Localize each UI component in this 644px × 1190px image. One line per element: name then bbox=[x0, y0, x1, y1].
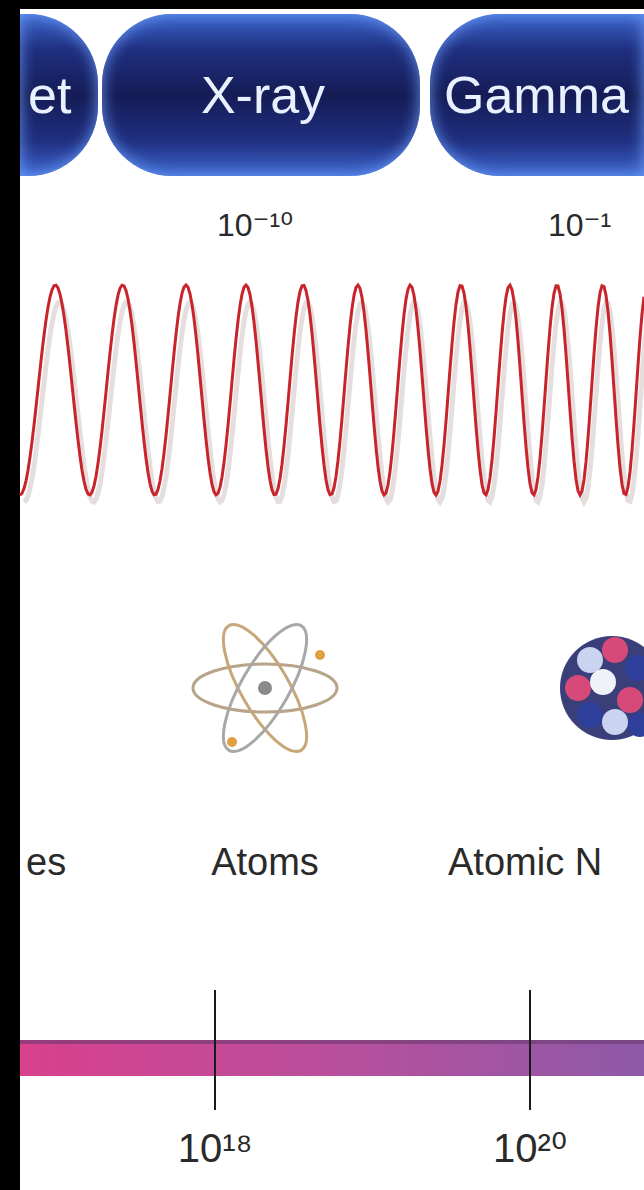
frequency-value: 10²⁰ bbox=[493, 1126, 567, 1170]
frame-top bbox=[0, 0, 644, 9]
wavelength-value: 10⁻¹ bbox=[548, 208, 611, 243]
spectrum-band: X-ray bbox=[102, 14, 420, 176]
frequency-bar bbox=[20, 1040, 644, 1076]
atom-icon bbox=[193, 614, 337, 763]
tick-mark bbox=[214, 990, 216, 1110]
scale-object: es bbox=[26, 842, 66, 884]
band-label: X-ray bbox=[201, 69, 325, 121]
tick-mark bbox=[529, 990, 531, 1110]
band-label: et bbox=[28, 69, 71, 121]
band-label: Gamma bbox=[444, 69, 629, 121]
wavelength-value: 10⁻¹⁰ bbox=[217, 208, 293, 243]
scale-object: Atoms bbox=[211, 842, 319, 884]
nucleus-icon bbox=[560, 636, 644, 740]
spectrum-band: et bbox=[20, 14, 98, 176]
frame-left bbox=[0, 0, 20, 1190]
frequency-value: 10¹⁸ bbox=[178, 1126, 253, 1170]
scale-object: Atomic N bbox=[448, 842, 602, 884]
spectrum-band: Gamma bbox=[430, 14, 644, 176]
bar-edge bbox=[20, 1040, 644, 1044]
wave bbox=[20, 285, 644, 495]
